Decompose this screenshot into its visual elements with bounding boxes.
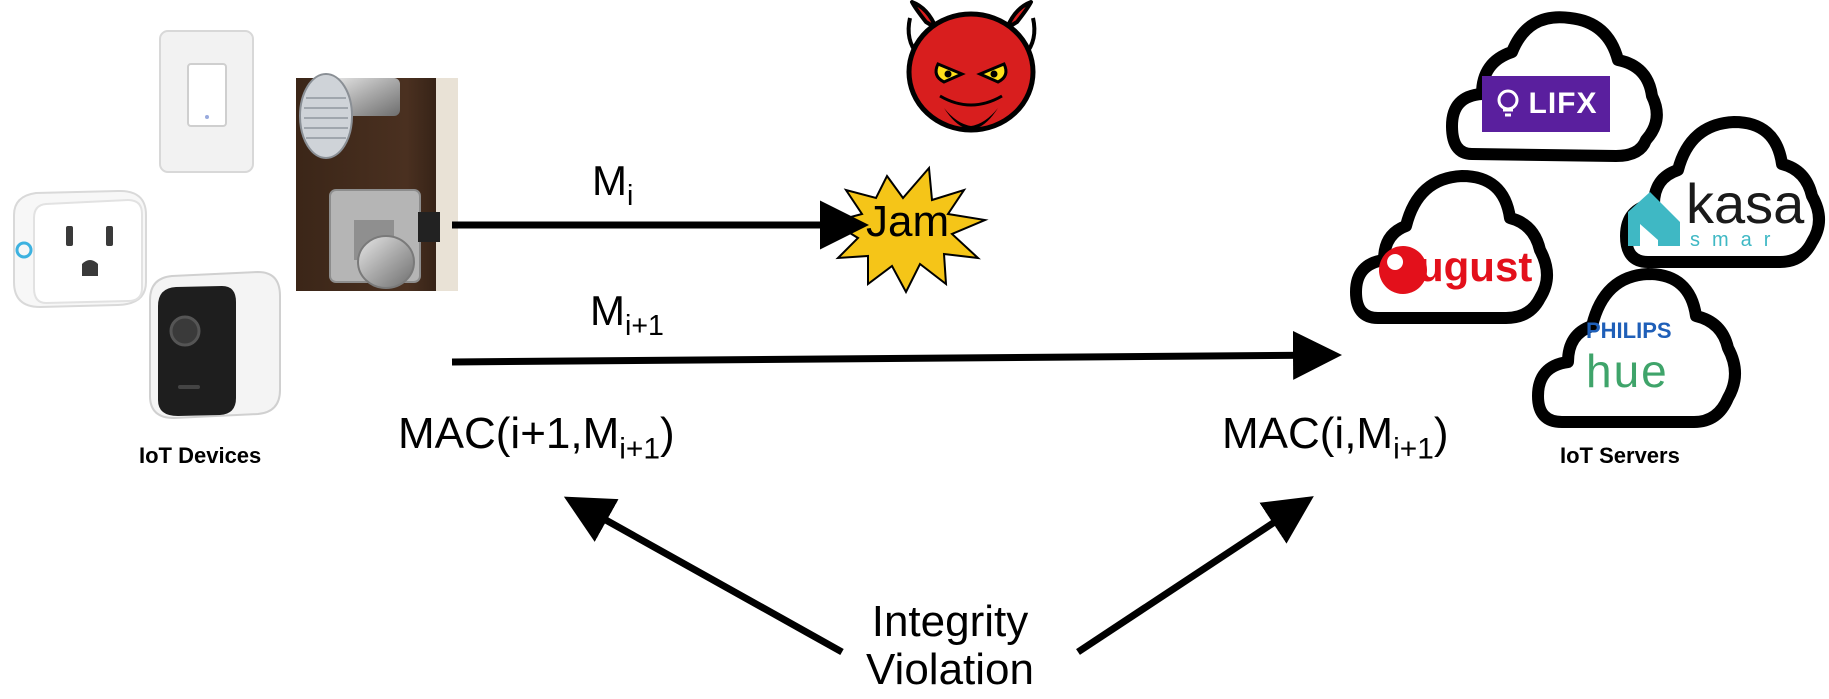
kasa-logo-subtext: smar <box>1690 229 1783 251</box>
cloud-hue <box>1532 268 1741 428</box>
iot-servers-caption: IoT Servers <box>1560 443 1680 468</box>
philips-logo-text: PHILIPS <box>1586 318 1672 343</box>
integrity-line: Integrity <box>871 597 1029 646</box>
hue-logo-text: hue <box>1586 345 1669 397</box>
cloud-lifx <box>1446 11 1663 162</box>
lightbulb-icon <box>1497 89 1518 117</box>
jam-label: Jam <box>866 197 950 246</box>
cloud-kasa <box>1620 116 1825 268</box>
mac-device-prefix: MAC(i+1,M <box>398 409 620 458</box>
kasa-logo-text: kasa <box>1686 172 1805 235</box>
message-mi-label: Mi <box>592 157 633 211</box>
mac-device-sub: i+1 <box>619 432 660 466</box>
message-mi-sub: i <box>627 179 634 212</box>
lifx-logo-text: LIFX <box>1528 87 1598 120</box>
iot-devices-caption: IoT Devices <box>139 443 262 468</box>
violation-line: Violation <box>866 645 1034 695</box>
message-mi-base: M <box>592 157 627 204</box>
arrows <box>451 200 1342 656</box>
camera-icon <box>149 270 281 420</box>
cloud-august <box>1350 170 1553 324</box>
kasa-logo-mark <box>1628 192 1680 246</box>
message-mi1-base: M <box>590 287 625 334</box>
message-mi1-sub: i+1 <box>625 309 664 342</box>
mac-server-sub: i+1 <box>1393 432 1434 466</box>
arrow-violation-left <box>563 496 844 656</box>
smart-switch-icon <box>159 30 254 173</box>
smart-plug-icon <box>13 189 147 309</box>
mac-server-label: MAC(i,Mi+1) <box>1222 409 1449 464</box>
lifx-logo: LIFX <box>1482 76 1610 132</box>
mac-device-label: MAC(i+1,Mi+1) <box>398 409 675 464</box>
mac-server-prefix: MAC(i,M <box>1222 409 1394 458</box>
smart-lock-icon <box>296 73 458 291</box>
devil-icon <box>906 0 1037 133</box>
mac-device-suffix: ) <box>660 409 675 458</box>
arrow-violation-right <box>1076 496 1314 655</box>
arrow-mi1 <box>451 330 1342 380</box>
message-mi1-label: Mi+1 <box>590 287 664 341</box>
integrity-violation-label: Integrity Violation <box>800 597 1100 695</box>
august-logo-text: ugust <box>1418 243 1533 290</box>
mac-server-suffix: ) <box>1433 409 1449 458</box>
